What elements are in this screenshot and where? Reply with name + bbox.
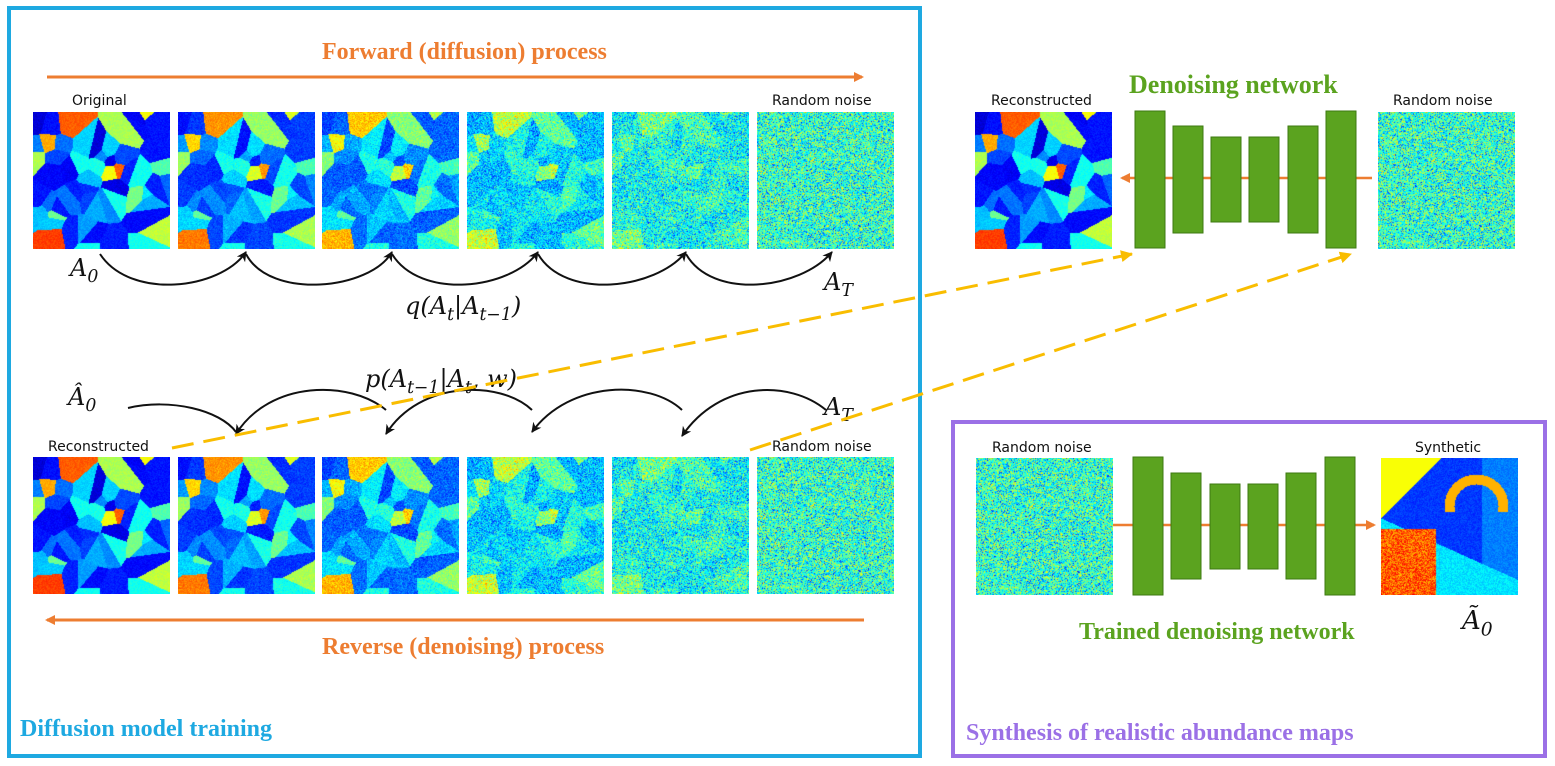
at-forward-symbol: AT xyxy=(824,268,853,302)
synthesis-input-noise-map xyxy=(976,458,1113,595)
forward-step-1-map xyxy=(178,112,315,249)
reverse-process-title: Reverse (denoising) process xyxy=(322,634,605,660)
forward-transition-formula: q(At|At−1) xyxy=(405,292,522,326)
synthesis-random-noise-label: Random noise xyxy=(992,440,1092,456)
denoise-input-noise-map xyxy=(1378,112,1515,249)
a0-tilde-symbol: Ã0 xyxy=(1462,606,1493,641)
reverse-random-noise-label: Random noise xyxy=(772,439,872,455)
reverse-step-1-map xyxy=(178,457,315,594)
dashed-link-noise xyxy=(749,251,1352,452)
synthesis-section-label: Synthesis of realistic abundance maps xyxy=(966,720,1354,746)
forward-step-5-map xyxy=(757,112,894,249)
at-reverse-symbol: AT xyxy=(824,393,853,427)
synthesis-panel xyxy=(951,420,1547,758)
reverse-step-4-map xyxy=(612,457,749,594)
denoising-network xyxy=(1120,110,1372,249)
reverse-transition-formula: p(At−1|At, w) xyxy=(365,365,517,399)
synthetic-output-map xyxy=(1381,458,1518,595)
reverse-step-0-map xyxy=(33,457,170,594)
original-label: Original xyxy=(72,93,127,109)
forward-process-title: Forward (diffusion) process xyxy=(322,39,607,65)
forward-step-arrows xyxy=(99,251,833,286)
reverse-step-3-map xyxy=(467,457,604,594)
denoise-output-map xyxy=(975,112,1112,249)
reverse-step-5-map xyxy=(757,457,894,594)
forward-step-0-map xyxy=(33,112,170,249)
reverse-reconstructed-label: Reconstructed xyxy=(48,439,149,455)
forward-step-3-map xyxy=(467,112,604,249)
reverse-step-2-map xyxy=(322,457,459,594)
a0-hat-symbol: Â0 xyxy=(68,383,97,417)
training-panel xyxy=(7,6,922,758)
dashed-link-reconstructed xyxy=(171,250,1133,450)
trained-network-title: Trained denoising network xyxy=(1079,619,1355,645)
training-section-label: Diffusion model training xyxy=(20,716,273,742)
trained-denoising-network xyxy=(1113,456,1376,596)
synthetic-label: Synthetic xyxy=(1415,440,1482,456)
denoise-random-noise-label: Random noise xyxy=(1393,93,1493,109)
reverse-step-arrows xyxy=(127,388,827,437)
denoise-reconstructed-label: Reconstructed xyxy=(991,93,1092,109)
denoising-network-title: Denoising network xyxy=(1129,70,1338,99)
forward-step-2-map xyxy=(322,112,459,249)
a0-symbol: A0 xyxy=(70,254,99,288)
forward-step-4-map xyxy=(612,112,749,249)
forward-random-noise-label: Random noise xyxy=(772,93,872,109)
